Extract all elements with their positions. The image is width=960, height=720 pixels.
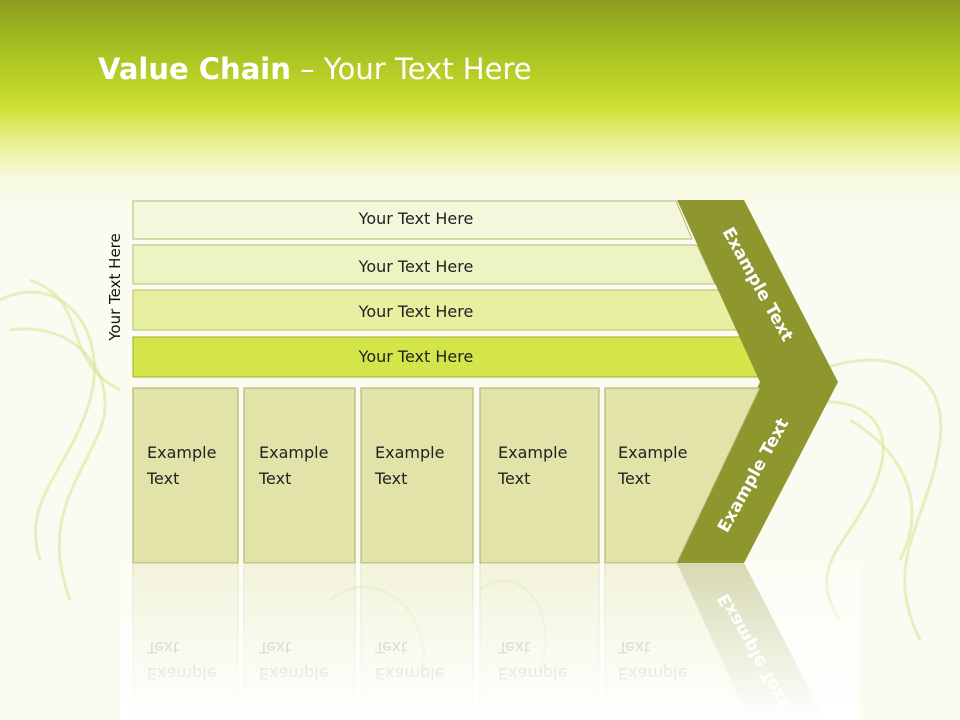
reflection-fade bbox=[120, 563, 860, 720]
primary-box-line2: Text bbox=[374, 469, 407, 488]
primary-box: Example Text bbox=[479, 387, 600, 564]
support-row-label: Your Text Here bbox=[358, 302, 474, 321]
support-row: Your Text Here bbox=[132, 289, 739, 331]
support-row: Your Text Here bbox=[132, 244, 716, 285]
support-row: Your Text Here bbox=[132, 200, 693, 240]
primary-box-line2: Text bbox=[497, 469, 530, 488]
support-row-label: Your Text Here bbox=[358, 209, 474, 228]
margin-arrow bbox=[677, 200, 838, 563]
primary-box-line1: Example bbox=[375, 443, 444, 462]
primary-box-line1: Example bbox=[618, 443, 687, 462]
support-row-label: Your Text Here bbox=[358, 257, 474, 276]
support-row-label: Your Text Here bbox=[358, 347, 474, 366]
primary-box-line2: Text bbox=[617, 469, 650, 488]
primary-box: Example Text bbox=[132, 387, 239, 564]
primary-box: Example Text bbox=[360, 387, 474, 564]
primary-box-line1: Example bbox=[498, 443, 567, 462]
primary-box-line1: Example bbox=[147, 443, 216, 462]
support-row: Your Text Here bbox=[132, 336, 763, 378]
title-rest: – Your Text Here bbox=[290, 52, 532, 86]
primary-box-line2: Text bbox=[146, 469, 179, 488]
page-title: Value Chain – Your Text Here bbox=[98, 52, 532, 86]
primary-box: Example Text bbox=[243, 387, 356, 564]
primary-box: Example Text bbox=[604, 387, 761, 564]
primary-box-line2: Text bbox=[258, 469, 291, 488]
title-bold: Value Chain bbox=[98, 52, 291, 86]
primary-box-line1: Example bbox=[259, 443, 328, 462]
header-banner bbox=[0, 0, 960, 215]
